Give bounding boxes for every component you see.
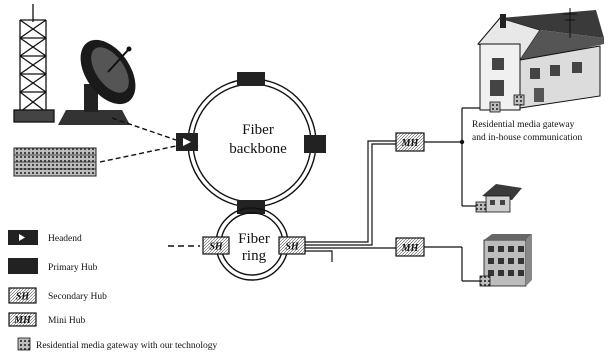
legend: Headend Primary Hub SH Secondary Hub MH … bbox=[8, 230, 217, 351]
secondary-hub-left: SH bbox=[202, 236, 230, 255]
svg-text:SH: SH bbox=[285, 242, 300, 253]
junction-dot bbox=[459, 139, 465, 145]
primary-hub-bottom bbox=[237, 200, 265, 214]
primary-hub-icon bbox=[8, 258, 38, 274]
legend-item-primary-hub: Primary Hub bbox=[8, 258, 98, 274]
small-house-icon bbox=[482, 184, 522, 213]
ring-label-line2: ring bbox=[242, 248, 267, 264]
apartment-building-icon bbox=[483, 234, 532, 287]
distribution-lines bbox=[305, 107, 490, 282]
svg-text:Secondary Hub: Secondary Hub bbox=[48, 292, 107, 302]
house-icon bbox=[477, 8, 604, 111]
svg-text:Headend: Headend bbox=[48, 234, 82, 244]
residential-gateway-small-house bbox=[475, 201, 487, 213]
svg-text:MH: MH bbox=[13, 315, 32, 326]
svg-text:Residential media gateway wit: Residential media gateway with our techn… bbox=[36, 341, 217, 351]
backbone-label-line2: backbone bbox=[229, 141, 287, 157]
mini-hub-lower: MH bbox=[395, 237, 425, 257]
server-rack-icon bbox=[13, 147, 97, 177]
primary-hub-top bbox=[237, 72, 265, 86]
legend-item-residential-gateway: Residential media gateway with our techn… bbox=[17, 337, 217, 351]
residential-gateway-icon bbox=[17, 337, 31, 351]
headend-feed-lines bbox=[99, 117, 177, 163]
ring-label-line1: Fiber bbox=[238, 231, 270, 247]
backbone-label-line1: Fiber bbox=[242, 122, 274, 138]
mini-hub-icon bbox=[8, 312, 37, 327]
residential-gateway-house-2 bbox=[513, 94, 525, 106]
residential-gateway-apartment bbox=[479, 275, 491, 287]
mini-hub-upper: MH bbox=[395, 132, 425, 152]
svg-text:Primary Hub: Primary Hub bbox=[48, 263, 98, 273]
headend-node bbox=[176, 133, 198, 151]
svg-text:Mini Hub: Mini Hub bbox=[48, 316, 85, 326]
primary-hub-right bbox=[304, 135, 326, 153]
legend-item-secondary-hub: SH Secondary Hub bbox=[8, 287, 107, 304]
legend-item-headend: Headend bbox=[8, 230, 82, 245]
svg-text:SH: SH bbox=[209, 242, 224, 253]
svg-text:MH: MH bbox=[401, 138, 420, 149]
svg-text:SH: SH bbox=[16, 292, 31, 303]
svg-text:MH: MH bbox=[401, 243, 420, 254]
transmission-tower-icon bbox=[13, 4, 55, 123]
secondary-hub-icon bbox=[8, 287, 37, 304]
legend-item-mini-hub: MH Mini Hub bbox=[8, 312, 85, 327]
residential-gateway-house bbox=[489, 101, 501, 113]
gateway-caption-line2: and in-house communication bbox=[472, 133, 583, 143]
gateway-caption-line1: Residential media gateway bbox=[472, 120, 575, 130]
secondary-hub-right: SH bbox=[278, 236, 306, 255]
satellite-dish-icon bbox=[58, 39, 136, 125]
